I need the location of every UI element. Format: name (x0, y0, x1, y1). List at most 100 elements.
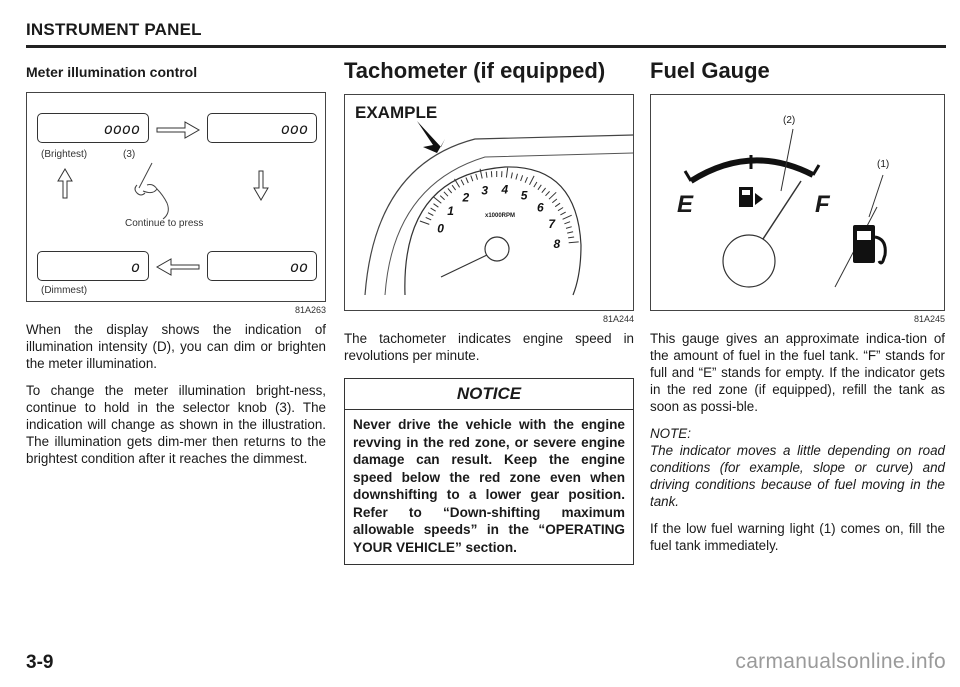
tick-mark (427, 212, 434, 216)
tick-label-3: 3 (481, 183, 488, 197)
tick-mark (475, 173, 478, 180)
dash-bezel (364, 134, 633, 296)
fuel-gauge-figure: (2) (1) E F (650, 94, 945, 311)
tick-mark (454, 178, 461, 188)
tick-label-0: 0 (437, 222, 444, 236)
fuel-para-1: This gauge gives an approximate indica-t… (650, 331, 945, 414)
arrow-left-icon (155, 258, 200, 276)
tick-mark (479, 168, 483, 179)
label-brightest: (Brightest) (41, 149, 88, 160)
gauge-hub (722, 234, 776, 288)
tick-label-6: 6 (537, 201, 544, 215)
tick-mark (465, 177, 469, 184)
label-1: (1) (877, 159, 890, 170)
tick-mark (562, 214, 572, 220)
page-header: INSTRUMENT PANEL (26, 20, 202, 39)
meter-illumination-column: Meter illumination control oooo ooo (Bri… (26, 60, 326, 477)
meter-illumination-heading: Meter illumination control (26, 64, 198, 80)
notice-title: NOTICE (345, 379, 633, 410)
dial-unit-label: x1000RPM (485, 213, 516, 219)
tick-marks (419, 167, 579, 244)
display-dimmest: o (37, 251, 149, 281)
tick-mark (451, 184, 457, 191)
tachometer-heading: Tachometer (if equipped) (344, 58, 606, 83)
gauge-needle (762, 180, 802, 240)
tick-label-4: 4 (500, 183, 508, 197)
full-label: F (815, 191, 830, 218)
tick-label-7: 7 (548, 217, 556, 231)
tachometer-dial (404, 166, 582, 296)
pointer-arrow-icon (417, 121, 445, 153)
fuel-note: NOTE: The indicator moves a little depen… (650, 426, 945, 509)
tick-mark (460, 179, 465, 186)
tick-mark (564, 221, 571, 225)
tick-label-2: 2 (462, 191, 470, 205)
tick-mark (505, 167, 509, 178)
fuel-gauge-heading: Fuel Gauge (650, 58, 770, 83)
illumination-arrows-svg (57, 121, 269, 276)
tick-mark (433, 203, 439, 208)
tick-mark (443, 191, 449, 197)
header-rule (26, 45, 946, 48)
tick-mark (554, 202, 561, 208)
tick-mark (439, 195, 445, 201)
display-brightest: oooo (37, 113, 149, 143)
tick-label-1: 1 (447, 204, 454, 218)
tick-mark (425, 216, 432, 221)
arrow-down-icon (253, 170, 269, 201)
tachometer-para-1: The tachometer indicates engine speed in… (344, 331, 634, 363)
tick-mark (520, 175, 524, 182)
tick-mark (545, 191, 550, 197)
example-label: EXAMPLE (355, 103, 438, 122)
notice-text: Never drive the vehicle with the engine … (353, 417, 625, 555)
tick-mark (419, 220, 430, 225)
tick-mark (548, 191, 557, 200)
label-continue-to-press: Continue to press (125, 218, 204, 229)
tick-mark (529, 175, 535, 186)
tick-mark (433, 196, 442, 204)
page-number: 3-9 (26, 652, 54, 673)
illumination-para-1: When the display shows the indication of… (26, 322, 326, 371)
gauge-fuel-pump-icon (739, 187, 763, 207)
tick-mark (565, 226, 572, 229)
watermark: carmanualsonline.info (735, 650, 946, 673)
figure-code-81A245: 81A245 (913, 314, 945, 324)
label-dimmest: (Dimmest) (41, 285, 88, 296)
needle-hub (484, 236, 510, 262)
display-low: oo (207, 251, 317, 281)
label-2: (2) (783, 115, 796, 126)
tick-mark (557, 207, 564, 212)
figure-code-81A244: 81A244 (602, 314, 634, 324)
notice-box: NOTICE Never drive the vehicle with the … (344, 378, 634, 565)
tick-mark (447, 188, 453, 194)
figure-code-81A263: 81A263 (294, 305, 326, 315)
empty-label: E (677, 191, 694, 218)
tick-mark (510, 172, 513, 179)
leader-1 (868, 174, 884, 218)
display-mid: ooo (207, 113, 317, 143)
tick-mark (560, 211, 566, 216)
fuel-para-2: If the low fuel warning light (1) comes … (650, 521, 945, 553)
leader-2 (780, 128, 794, 192)
fuel-gauge-column: Fuel Gauge (650, 58, 945, 564)
arrow-up-icon (57, 168, 73, 199)
meter-illumination-figure: oooo ooo (Brightest) (3) Continue to pre… (26, 92, 326, 302)
tick-mark (524, 177, 528, 183)
tick-mark (470, 175, 474, 182)
tick-label-5: 5 (521, 189, 528, 203)
tick-mark (430, 207, 436, 212)
arrow-right-icon (156, 121, 201, 139)
tick-mark (551, 198, 558, 204)
tick-mark (515, 173, 518, 180)
tick-label-8: 8 (553, 237, 560, 251)
tick-mark (567, 231, 574, 234)
fuel-gauge-svg (683, 128, 887, 288)
tick-mark (568, 236, 575, 239)
tick-mark (537, 184, 542, 191)
tick-mark (533, 181, 538, 188)
tick-mark (485, 171, 488, 178)
